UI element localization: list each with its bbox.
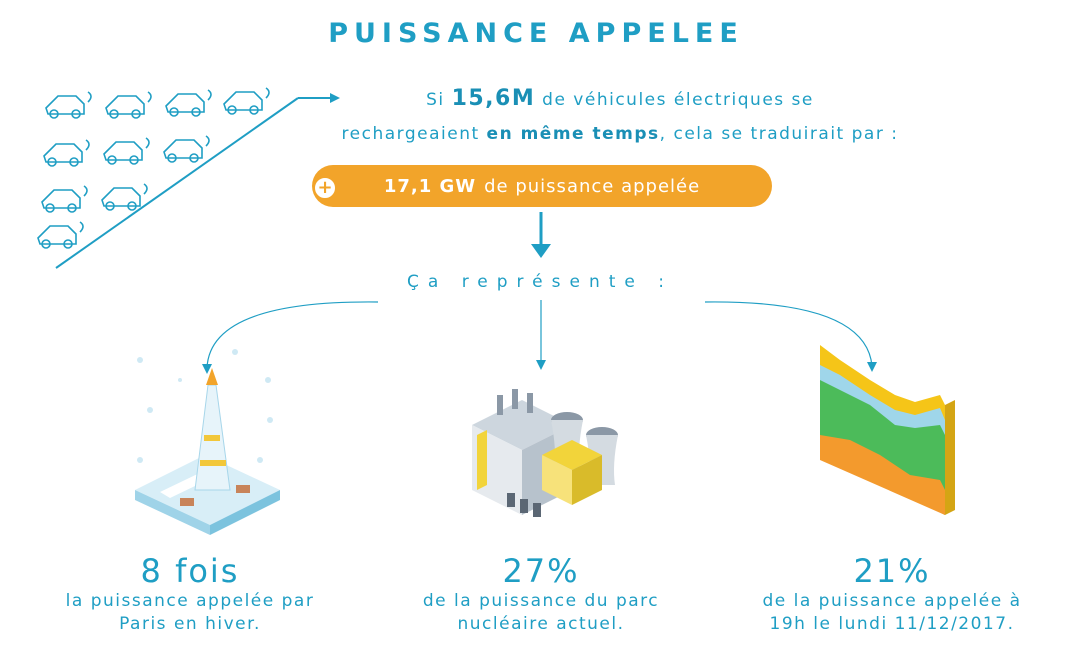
intro-line1-rest: de véhicules électriques se	[542, 90, 814, 110]
stat-number: 27%	[502, 552, 580, 590]
power-label: de puissance appelée	[484, 175, 701, 197]
intro-si: Si	[426, 90, 445, 110]
vehicles-count: 15,6M	[451, 86, 536, 111]
stat-peak: 21% de la puissance appelée à 19h le lun…	[712, 552, 1072, 636]
intro-line2-start: rechargeaient	[341, 124, 480, 144]
intro-line-1: Si 15,6M de véhicules électriques se	[300, 86, 940, 111]
intro-line2-end: , cela se traduirait par :	[659, 124, 899, 144]
stat-desc-line1: de la puissance appelée à	[762, 591, 1022, 611]
plus-icon: +	[313, 176, 337, 200]
electric-cars-icon	[37, 87, 270, 249]
stat-desc-line2: 19h le lundi 11/12/2017.	[769, 614, 1015, 634]
represents-label: Ça représente :	[407, 272, 673, 292]
stat-nuclear: 27% de la puissance du parc nucléaire ac…	[361, 552, 721, 636]
power-value: 17,1 GW	[383, 175, 477, 197]
stat-paris: 8 fois la puissance appelée par Paris en…	[10, 552, 370, 636]
nuclear-plant-icon	[472, 389, 618, 517]
stat-desc-line1: la puissance appelée par	[65, 591, 315, 611]
stat-number: 8 fois	[140, 552, 240, 590]
intro-line-2: rechargeaient en même temps, cela se tra…	[300, 124, 940, 144]
stat-number: 21%	[853, 552, 931, 590]
intro-simultaneous: en même temps	[486, 124, 660, 144]
stat-desc-line1: de la puissance du parc	[422, 591, 660, 611]
stat-desc-line2: Paris en hiver.	[119, 614, 261, 634]
area-chart-icon	[820, 345, 955, 515]
stat-desc-line2: nucléaire actuel.	[457, 614, 625, 634]
page-title: PUISSANCE APPELEE	[328, 18, 744, 49]
eiffel-tower-icon	[135, 349, 280, 535]
power-highlight-pill: 17,1 GW de puissance appelée	[312, 165, 772, 207]
